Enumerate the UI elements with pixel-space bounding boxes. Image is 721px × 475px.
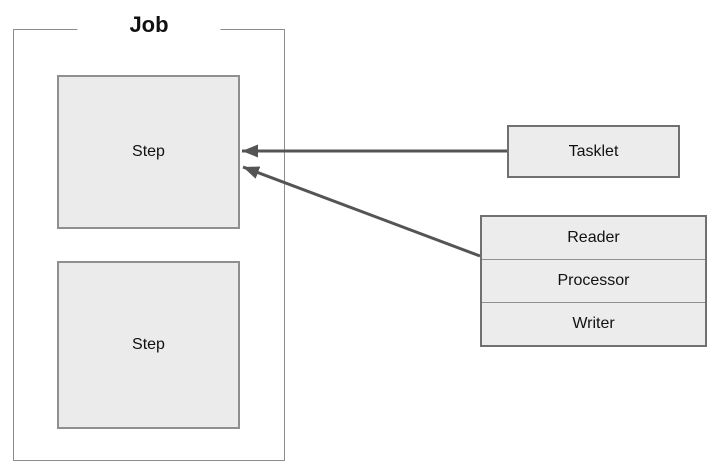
step-box-top: Step — [57, 75, 240, 229]
step-top-label: Step — [132, 143, 165, 160]
chunk-stack: Reader Processor Writer — [480, 215, 707, 347]
processor-label: Processor — [557, 272, 630, 289]
job-label: Job — [77, 12, 221, 38]
tasklet-box: Tasklet — [507, 125, 680, 178]
writer-row: Writer — [482, 302, 705, 345]
step-bottom-label: Step — [132, 336, 165, 353]
processor-row: Processor — [482, 259, 705, 302]
tasklet-label: Tasklet — [568, 142, 619, 160]
writer-label: Writer — [572, 315, 615, 332]
reader-label: Reader — [567, 229, 620, 246]
reader-row: Reader — [482, 217, 705, 259]
job-container: Job Step Step — [13, 12, 285, 461]
step-box-bottom: Step — [57, 261, 240, 429]
